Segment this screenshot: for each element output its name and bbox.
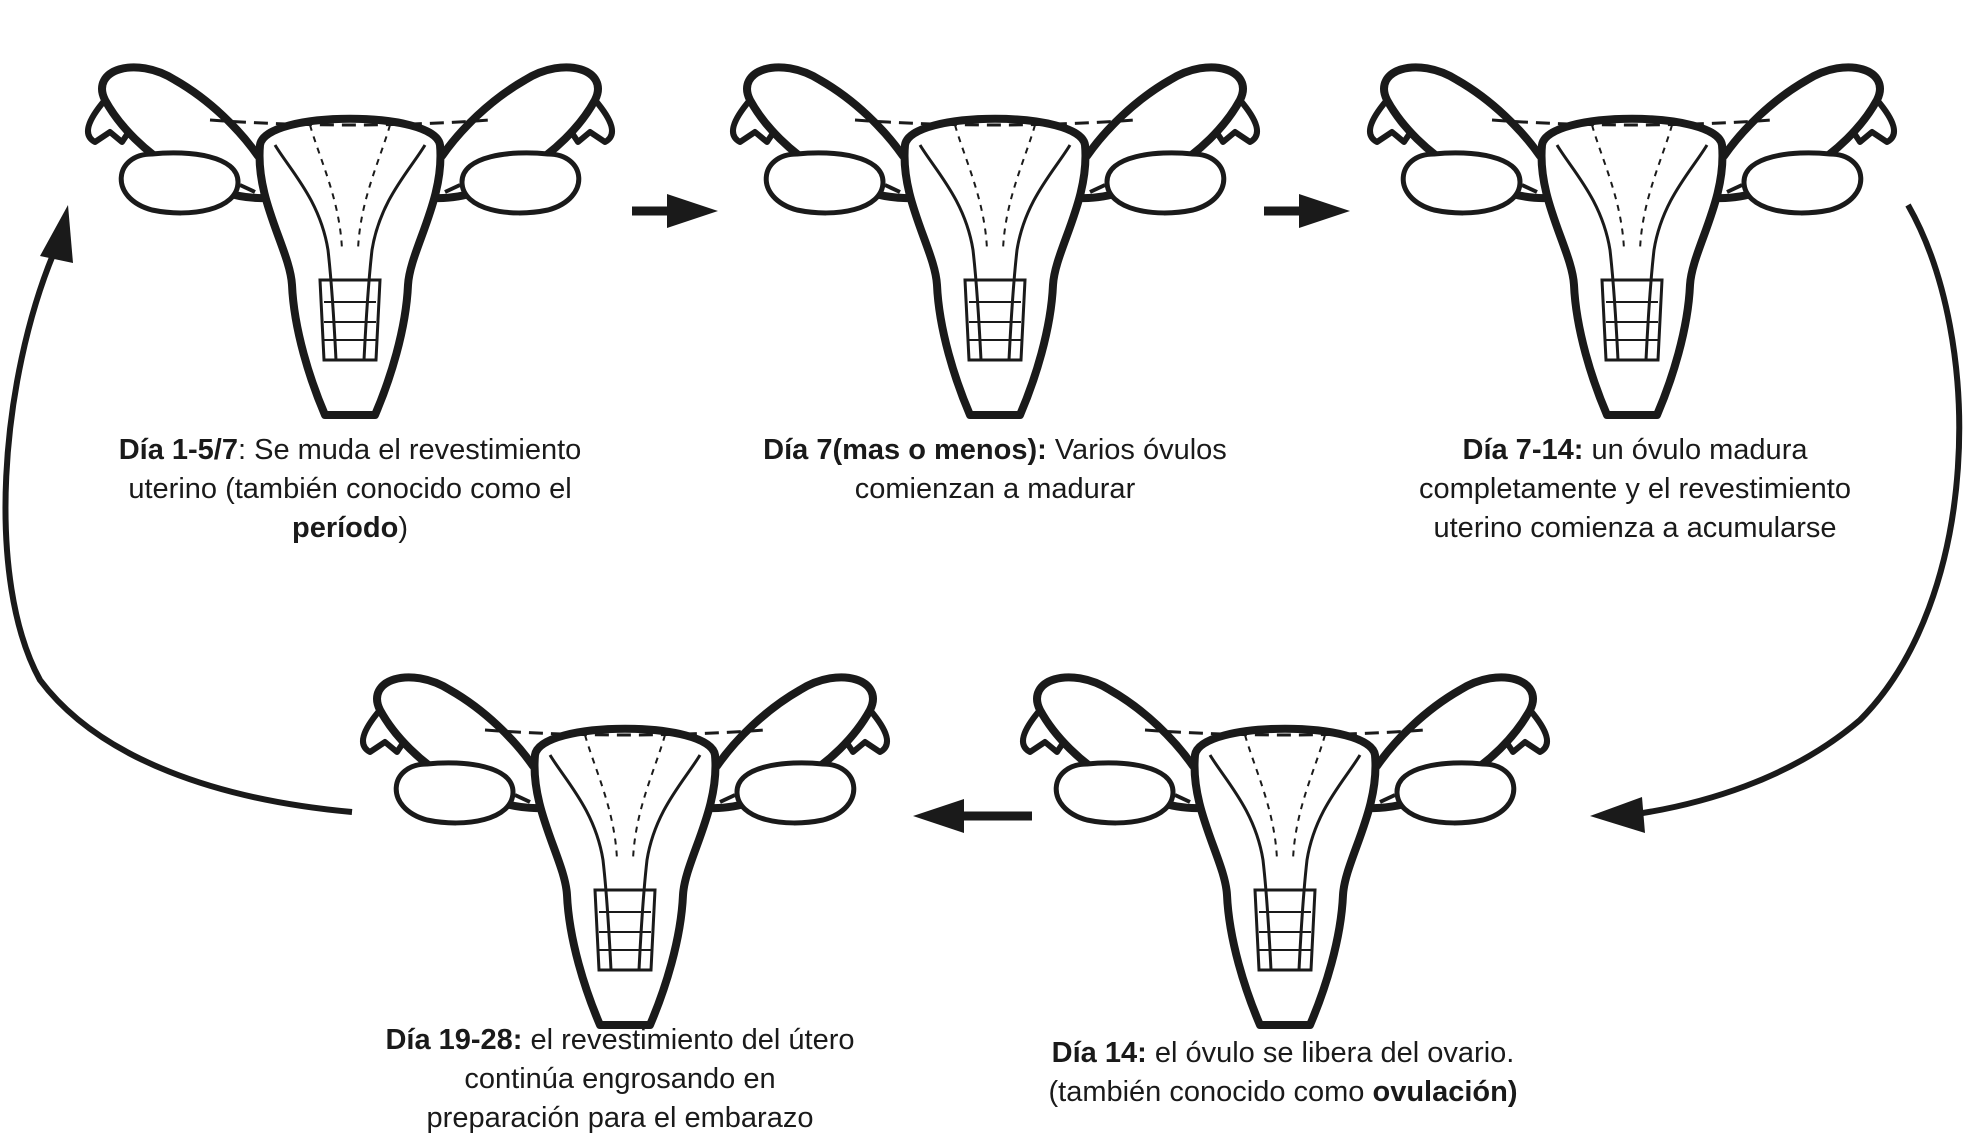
caption-day-14: Día 14: el óvulo se libera del ovario.(t…	[1003, 1034, 1563, 1112]
caption-day-1-5-7: Día 1-5/7: Se muda el revestimientouteri…	[70, 431, 630, 548]
caption-text: un óvulo madura	[1583, 434, 1807, 466]
arrow-right-icon	[632, 194, 718, 228]
caption-text: continúa engrosando en	[464, 1063, 775, 1095]
caption-bold-text: Día 19-28:	[385, 1024, 522, 1056]
uterus-illustration-5	[363, 677, 887, 1025]
arrow-left-icon	[913, 799, 1032, 833]
caption-day-7-14: Día 7-14: un óvulo maduracompletamente y…	[1355, 431, 1915, 548]
caption-line: uterino comienza a acumularse	[1355, 509, 1915, 548]
caption-line: Día 1-5/7: Se muda el revestimiento	[70, 431, 630, 470]
caption-bold-text: ovulación)	[1372, 1076, 1517, 1108]
caption-line: continúa engrosando en	[340, 1060, 900, 1099]
caption-text: uterino comienza a acumularse	[1434, 512, 1837, 544]
caption-bold-text: Día 7-14:	[1463, 434, 1584, 466]
arrow-right-icon	[1264, 194, 1350, 228]
caption-text: )	[398, 512, 408, 544]
uterus-illustration-3	[1370, 67, 1894, 415]
caption-text: comienzan a madurar	[855, 473, 1135, 505]
caption-day-7: Día 7(mas o menos): Varios óvuloscomienz…	[715, 431, 1275, 509]
caption-line: Día 14: el óvulo se libera del ovario.	[1003, 1034, 1563, 1073]
caption-line: Día 19-28: el revestimiento del útero	[340, 1021, 900, 1060]
caption-line: uterino (también conocido como el	[70, 470, 630, 509]
caption-line: período)	[70, 509, 630, 548]
caption-text: uterino (también conocido como el	[128, 473, 571, 505]
caption-bold-text: Día 14:	[1052, 1037, 1147, 1069]
caption-bold-text: Día 1-5/7	[119, 434, 238, 466]
uterus-illustration-2	[733, 67, 1257, 415]
uterus-illustration-4	[1023, 677, 1547, 1025]
caption-bold-text: período	[292, 512, 398, 544]
caption-text: Varios óvulos	[1047, 434, 1227, 466]
caption-text: el óvulo se libera del ovario.	[1147, 1037, 1515, 1069]
uterus-illustration-1	[88, 67, 612, 415]
caption-line: Día 7(mas o menos): Varios óvulos	[715, 431, 1275, 470]
caption-text: el revestimiento del útero	[522, 1024, 854, 1056]
caption-text: completamente y el revestimiento	[1419, 473, 1851, 505]
caption-line: completamente y el revestimiento	[1355, 470, 1915, 509]
caption-line: comienzan a madurar	[715, 470, 1275, 509]
caption-bold-text: Día 7(mas o menos):	[763, 434, 1047, 466]
caption-line: (también conocido como ovulación)	[1003, 1073, 1563, 1112]
caption-line: preparación para el embarazo	[340, 1099, 900, 1138]
caption-day-19-28: Día 19-28: el revestimiento del úterocon…	[340, 1021, 900, 1138]
caption-line: Día 7-14: un óvulo madura	[1355, 431, 1915, 470]
caption-text: preparación para el embarazo	[427, 1102, 814, 1134]
caption-text: : Se muda el revestimiento	[238, 434, 581, 466]
caption-text: (también conocido como	[1048, 1076, 1372, 1108]
